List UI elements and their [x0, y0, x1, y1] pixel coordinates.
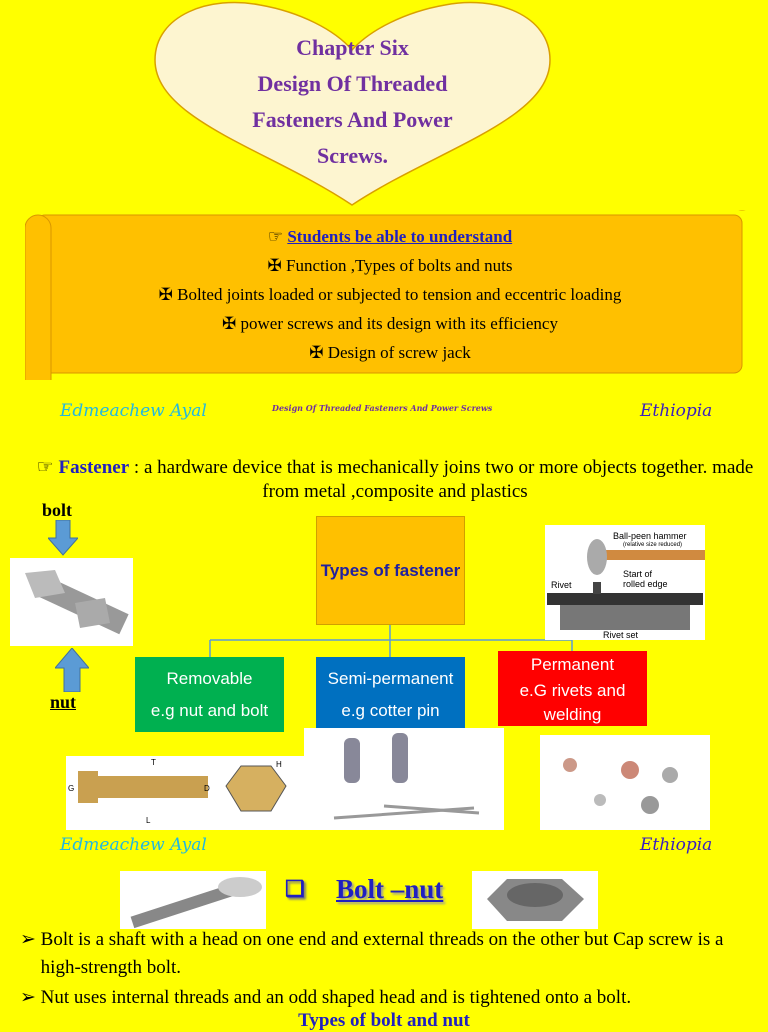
cross-bullet-icon: ✠ [267, 256, 287, 275]
dim-d: D [204, 784, 210, 793]
page-title: Chapter Six Design Of Threaded Fasteners… [200, 30, 505, 174]
bolt-nut-image [10, 558, 133, 646]
nut-label: nut [50, 692, 77, 712]
next-heading: Types of bolt and nut [298, 1010, 470, 1031]
arrow-bullet-icon: ➢ [20, 929, 41, 950]
diagram-connectors [209, 625, 573, 657]
footer-country: Ethiopia [640, 835, 713, 855]
fastener-definition: ☞ Fastener : a hardware device that is m… [30, 456, 760, 504]
footer-author: Edmeachew Ayal [60, 401, 207, 421]
diagram-root-label: Types of fastener [320, 560, 461, 580]
cross-bullet-icon: ✠ [309, 343, 328, 362]
pointing-hand-icon: ☞ [267, 227, 288, 246]
rolled-edge-label: Start of rolled edge [623, 569, 668, 589]
objectives: ☞ Students be able to understand ✠ Funct… [40, 222, 740, 367]
fastener-term: Fastener [58, 457, 130, 478]
bolt-dimension-drawing: T H G D L [66, 756, 306, 830]
objective-item: power screws and its design with its eff… [240, 314, 558, 333]
objective-item: Bolted joints loaded or subjected to ten… [177, 285, 622, 304]
dim-h: H [276, 760, 282, 769]
square-bullet-icon: ❑ [285, 876, 305, 901]
semi-example: e.g cotter pin [341, 700, 440, 720]
title-line: Screws. [316, 143, 389, 168]
permanent-title: Permanent [530, 655, 615, 674]
rivet-label: Rivet [551, 580, 572, 590]
arrow-bullet-icon: ➢ [20, 987, 41, 1008]
dim-l: L [146, 816, 151, 825]
arrow-down-icon [48, 520, 78, 556]
dim-t: T [151, 758, 156, 767]
title-line: Design Of Threaded [257, 71, 448, 96]
arrow-up-icon [55, 648, 89, 692]
dim-g: G [68, 784, 75, 793]
cross-bullet-icon: ✠ [222, 314, 241, 333]
bolt-image [120, 871, 266, 929]
footer-author: Edmeachew Ayal [60, 835, 207, 855]
scroll-banner [25, 210, 746, 380]
bullet-text: Nut uses internal threads and an odd sha… [40, 987, 632, 1008]
pointing-hand-icon: ☞ [36, 457, 59, 478]
objectives-heading: Students be able to understand [287, 227, 513, 246]
cotter-pin-image [304, 728, 504, 830]
title-line: Fasteners And Power [252, 107, 453, 132]
rivet-diagram: Ball-peen hammer (relative size reduced)… [545, 525, 705, 640]
rivets-image [540, 735, 710, 830]
footer-center: Design Of Threaded Fasteners And Power S… [272, 403, 493, 413]
hammer-note: (relative size reduced) [623, 542, 683, 548]
heart-shape [154, 1, 551, 206]
bullet-item: ➢ Bolt is a shaft with a head on one end… [20, 926, 760, 982]
bullet-text: Bolt is a shaft with a head on one end a… [40, 929, 724, 978]
objective-item: Design of screw jack [327, 343, 471, 362]
diagram-semi-permanent: Semi-permanent e.g cotter pin [316, 657, 465, 732]
nut-image [472, 871, 598, 929]
permanent-example: e.G rivets and welding [519, 681, 626, 724]
fastener-text: : a hardware device that is mechanically… [133, 457, 754, 502]
diagram-removable: Removable e.g nut and bolt [135, 657, 284, 732]
bolt-label: bolt [42, 500, 73, 520]
rivet-set-label: Rivet set [603, 630, 639, 640]
diagram-root: Types of fastener [316, 516, 465, 625]
section-title: Bolt –nut [336, 874, 444, 904]
hammer-label: Ball-peen hammer [613, 531, 687, 541]
bullet-item: ➢ Nut uses internal threads and an odd s… [20, 984, 760, 1012]
cross-bullet-icon: ✠ [158, 285, 178, 304]
removable-example: e.g nut and bolt [150, 700, 269, 720]
removable-title: Removable [166, 668, 253, 688]
diagram-permanent: Permanent e.G rivets and welding [498, 651, 647, 726]
semi-title: Semi-permanent [327, 668, 454, 688]
title-line: Chapter Six [296, 35, 409, 60]
footer-country: Ethiopia [640, 401, 713, 421]
objective-item: Function ,Types of bolts and nuts [286, 256, 513, 275]
